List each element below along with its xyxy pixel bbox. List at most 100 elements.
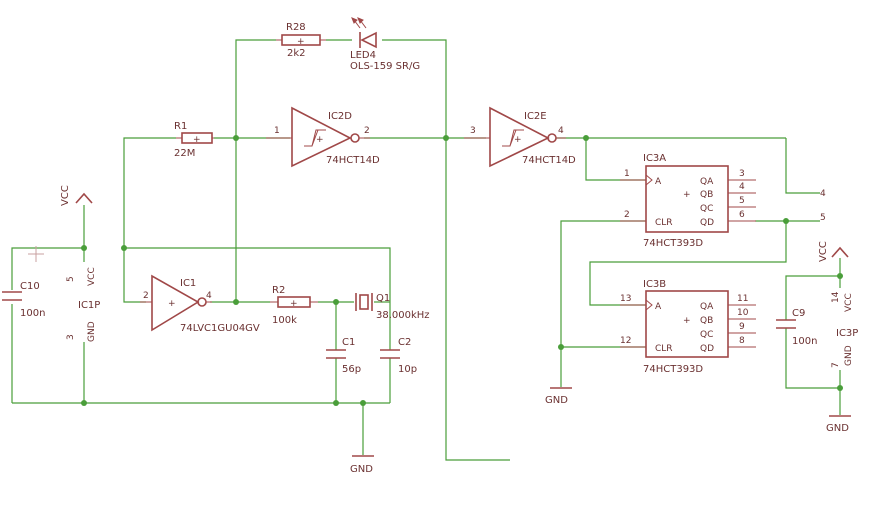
c9-ref: C9 bbox=[792, 308, 805, 319]
junction bbox=[360, 400, 366, 406]
q1-ref: Q1 bbox=[376, 293, 390, 304]
led-led4: LED4 OLS-159 SR/G bbox=[350, 17, 420, 72]
r1-ref: R1 bbox=[174, 121, 187, 132]
ic2d-ref: IC2D bbox=[328, 111, 352, 122]
junction bbox=[81, 245, 87, 251]
gnd-symbol-main: GND bbox=[350, 455, 374, 475]
ic3a-clock-icon bbox=[645, 174, 653, 186]
ic3a-pin-a: 1 bbox=[624, 169, 630, 179]
ic1-value: 74LVC1GU04GV bbox=[180, 323, 260, 334]
ic3b-pin-a: 13 bbox=[620, 294, 631, 304]
ic1-plus: + bbox=[168, 299, 176, 309]
wire-c9-loop bbox=[785, 275, 840, 320]
junction bbox=[333, 299, 339, 305]
c2-ref: C2 bbox=[398, 337, 411, 348]
ic2e-body bbox=[489, 106, 550, 168]
r2-value: 100k bbox=[272, 315, 297, 326]
ic3a-body bbox=[645, 165, 729, 233]
ic3b-out-label: QA bbox=[700, 302, 714, 312]
ic3p-vcc-label: VCC bbox=[844, 293, 854, 312]
ic3p-gnd-label: GND bbox=[844, 345, 854, 366]
ic3b-value: 74HCT393D bbox=[643, 364, 703, 375]
ic2e-pin-in: 3 bbox=[470, 126, 476, 136]
wires bbox=[11, 39, 841, 461]
c2-value: 10p bbox=[398, 364, 417, 375]
ic1-body bbox=[151, 274, 200, 332]
ic3a-out-label: QB bbox=[700, 190, 713, 200]
r28-plus: + bbox=[297, 37, 305, 47]
c1-ref: C1 bbox=[342, 337, 355, 348]
ic3a-pin-clr: 2 bbox=[624, 210, 630, 220]
ic3b-out-label: QD bbox=[700, 344, 714, 354]
vcc-left-label: VCC bbox=[60, 185, 71, 206]
ic1-ref: IC1 bbox=[180, 278, 196, 289]
counter-ic3b: IC3B 74HCT393D A CLR 13 12 + QA QB QC QD… bbox=[620, 279, 756, 375]
junction bbox=[558, 344, 564, 350]
c10-ref: C10 bbox=[20, 281, 40, 292]
capacitor-c10: C10 100n bbox=[2, 281, 45, 319]
ic3a-out-label: QC bbox=[700, 204, 713, 214]
ic1-pin-in: 2 bbox=[143, 291, 149, 301]
ic3b-body bbox=[645, 290, 729, 358]
capacitor-c9: C9 100n bbox=[776, 308, 817, 347]
schmitt-inverter-ic2d: + 1 2 IC2D 74HCT14D bbox=[266, 106, 380, 168]
c1-value: 56p bbox=[342, 364, 361, 375]
ic3b-plus: + bbox=[683, 316, 691, 326]
junction bbox=[837, 385, 843, 391]
gnd-right-label: GND bbox=[826, 423, 849, 434]
ic3b-pin-clr: 12 bbox=[620, 336, 631, 346]
ic3b-in-a: A bbox=[655, 302, 662, 312]
net-stub-label: 4 bbox=[820, 189, 826, 199]
ic1p-ref: IC1P bbox=[78, 300, 100, 311]
vcc-arrow-icon bbox=[75, 192, 93, 204]
ic3p-vcc-pin: 14 bbox=[831, 291, 841, 303]
ic2d-body bbox=[291, 106, 352, 168]
ic2d-plus: + bbox=[316, 135, 324, 145]
vcc-right-label: VCC bbox=[818, 241, 829, 262]
ic3a-out-pin: 5 bbox=[739, 196, 745, 206]
power-pins-ic1p: 5 VCC IC1P 3 GND bbox=[66, 267, 100, 342]
ic2d-hysteresis-icon bbox=[304, 129, 326, 147]
ic3p-gnd-pin: 7 bbox=[831, 362, 841, 368]
ic3b-clr: CLR bbox=[655, 344, 673, 354]
ic1p-vcc-pin: 5 bbox=[66, 276, 76, 282]
ic3a-out-label: QA bbox=[700, 177, 714, 187]
power-pins-ic3p: 14 VCC IC3P 7 GND bbox=[831, 291, 858, 368]
ic2d-pin-out: 2 bbox=[364, 126, 370, 136]
ic3b-out-pin: 10 bbox=[737, 308, 749, 318]
junction bbox=[81, 400, 87, 406]
ic1p-gnd-label: GND bbox=[87, 321, 97, 342]
ic3a-out-pin: 6 bbox=[739, 210, 745, 220]
r1-plus: + bbox=[193, 135, 201, 145]
junction bbox=[837, 273, 843, 279]
ic2e-hysteresis-icon bbox=[502, 129, 524, 147]
net-stub-label: 5 bbox=[820, 213, 826, 223]
junction bbox=[121, 245, 127, 251]
junction bbox=[583, 135, 589, 141]
ic2e-value: 74HCT14D bbox=[522, 155, 576, 166]
ic3b-out-label: QB bbox=[700, 316, 713, 326]
wire-c9-bot bbox=[785, 328, 840, 389]
junction bbox=[233, 135, 239, 141]
vcc-arrow-icon bbox=[831, 246, 849, 258]
schmitt-inverter-ic2e: + 3 4 IC2E 74HCT14D bbox=[464, 106, 576, 168]
ic3p-ref: IC3P bbox=[836, 328, 858, 339]
junction bbox=[333, 400, 339, 406]
c9-value: 100n bbox=[792, 336, 817, 347]
ic3a-clr: CLR bbox=[655, 218, 673, 228]
wire-ic3a-clr bbox=[560, 220, 646, 347]
junction bbox=[443, 135, 449, 141]
led4-triangle bbox=[360, 31, 377, 49]
resistor-r28: + R28 2k2 bbox=[276, 22, 326, 59]
ic2d-pin-in: 1 bbox=[274, 126, 280, 136]
resistor-r1: + R1 22M bbox=[174, 121, 214, 159]
q1-body bbox=[359, 294, 369, 310]
wire-r28-left bbox=[235, 39, 276, 138]
ic2e-pin-out: 4 bbox=[558, 126, 564, 136]
r1-value: 22M bbox=[174, 148, 195, 159]
ic1p-gnd-pin: 3 bbox=[66, 334, 76, 340]
ic1-pin-out: 4 bbox=[206, 291, 212, 301]
junction bbox=[783, 218, 789, 224]
